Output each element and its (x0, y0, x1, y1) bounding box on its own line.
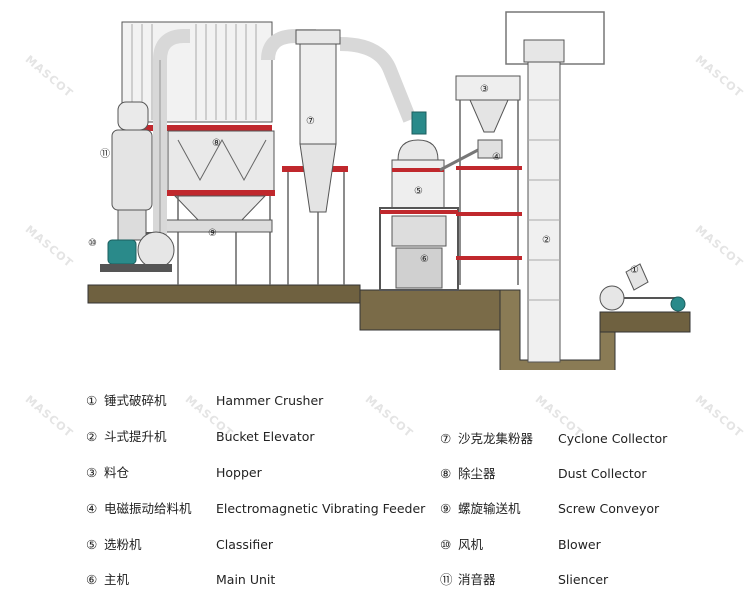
main-unit (379, 207, 459, 291)
blower (100, 231, 175, 272)
hammer-crusher (599, 263, 686, 312)
callout-7: ⑦ (306, 116, 315, 127)
legend-item-en: Main Unit (216, 572, 276, 587)
watermark: MASCOT (692, 392, 746, 441)
bucket-elevator (505, 11, 605, 363)
legend-item-en: Sliencer (558, 572, 609, 587)
foundation (87, 284, 691, 370)
legend-item-en: Hammer Crusher (216, 393, 324, 408)
screw-conveyor (161, 219, 273, 233)
callout-11: ⑪ (100, 148, 110, 160)
callout-10: ⑩ (88, 238, 97, 249)
diagram-callouts: ⑪ ⑧ ⑦ ⑤ ⑨ ⑩ ⑥ ③ ④ ② ① (88, 84, 639, 276)
hopper-tower (439, 75, 522, 285)
callout-6: ⑥ (420, 254, 429, 265)
callout-8: ⑧ (212, 138, 221, 149)
classifier (391, 111, 445, 209)
legend-item-en: Blower (558, 537, 601, 552)
watermark: MASCOT (22, 392, 76, 441)
legend-item-en: Cyclone Collector (558, 431, 668, 446)
legend-item-en: Screw Conveyor (558, 501, 660, 516)
legend-item-en: Electromagnetic Vibrating Feeder (216, 501, 426, 516)
dust-collector (121, 21, 275, 285)
callout-3: ③ (480, 84, 489, 95)
legend-item-en: Classifier (216, 537, 274, 552)
callout-4: ④ (492, 152, 501, 163)
callout-9: ⑨ (208, 228, 217, 239)
legend-item-en: Dust Collector (558, 466, 647, 481)
legend-item-en: Hopper (216, 465, 262, 480)
cyclone-collector (261, 29, 417, 285)
callout-5: ⑤ (414, 186, 423, 197)
watermark: MASCOT (362, 392, 416, 441)
callout-1: ① (630, 265, 639, 276)
legend-item-en: Bucket Elevator (216, 429, 315, 444)
plant-illustration: ⑪ ⑧ ⑦ ⑤ ⑨ ⑩ ⑥ ③ ④ ② ① (87, 11, 691, 370)
callout-2: ② (542, 235, 551, 246)
